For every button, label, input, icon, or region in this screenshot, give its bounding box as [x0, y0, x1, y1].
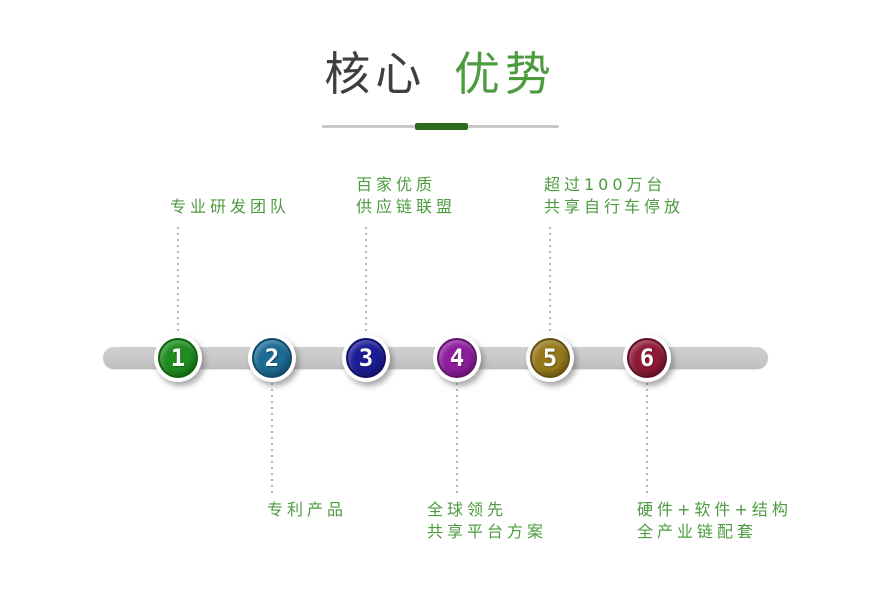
node-circle-5: 5 [530, 338, 570, 378]
label-line: 共享自行车停放 [544, 197, 685, 216]
label-line: 硬件+软件+结构 [637, 500, 792, 519]
node-circle-6: 6 [627, 338, 667, 378]
label-line: 专利产品 [267, 500, 348, 519]
page-title-part-1: 核心 [324, 47, 427, 101]
timeline-node-6: 6 [623, 334, 671, 382]
node-number-1: 1 [170, 344, 186, 372]
node-number-4: 4 [449, 344, 465, 372]
connector-item-1 [177, 227, 179, 331]
timeline-node-1: 1 [154, 334, 202, 382]
node-number-5: 5 [542, 344, 558, 372]
node-number-2: 2 [264, 344, 280, 372]
connector-item-2 [271, 383, 273, 497]
label-line: 全产业链配套 [637, 522, 758, 541]
connector-item-3 [365, 227, 367, 331]
timeline-node-3: 3 [342, 334, 390, 382]
page-title: 核心 优势 [0, 48, 880, 101]
node-circle-1: 1 [158, 338, 198, 378]
page-title-part-2: 优势 [453, 47, 556, 101]
label-line: 超过100万台 [544, 175, 667, 194]
connector-item-6 [646, 383, 648, 497]
node-circle-3: 3 [346, 338, 386, 378]
timeline-node-4: 4 [433, 334, 481, 382]
node-number-6: 6 [639, 344, 655, 372]
timeline-node-5: 5 [526, 334, 574, 382]
label-line: 百家优质 [356, 175, 437, 194]
connector-item-4 [456, 383, 458, 497]
node-circle-4: 4 [437, 338, 477, 378]
label-line: 全球领先 [427, 500, 508, 519]
label-item-1: 专业研发团队 [170, 196, 290, 218]
timeline-node-2: 2 [248, 334, 296, 382]
label-item-4: 全球领先 共享平台方案 [427, 499, 547, 543]
label-line: 共享平台方案 [427, 522, 548, 541]
label-item-6: 硬件+软件+结构 全产业链配套 [637, 499, 792, 543]
label-line: 供应链联盟 [356, 197, 457, 216]
connector-item-5 [549, 227, 551, 331]
label-item-3: 百家优质 供应链联盟 [356, 174, 456, 218]
node-number-3: 3 [358, 344, 374, 372]
label-item-5: 超过100万台 共享自行车停放 [544, 174, 684, 218]
label-line: 专业研发团队 [170, 197, 291, 216]
label-item-2: 专利产品 [267, 499, 347, 521]
title-divider-accent [414, 123, 468, 130]
node-circle-2: 2 [252, 338, 292, 378]
title-divider-line [322, 123, 559, 130]
